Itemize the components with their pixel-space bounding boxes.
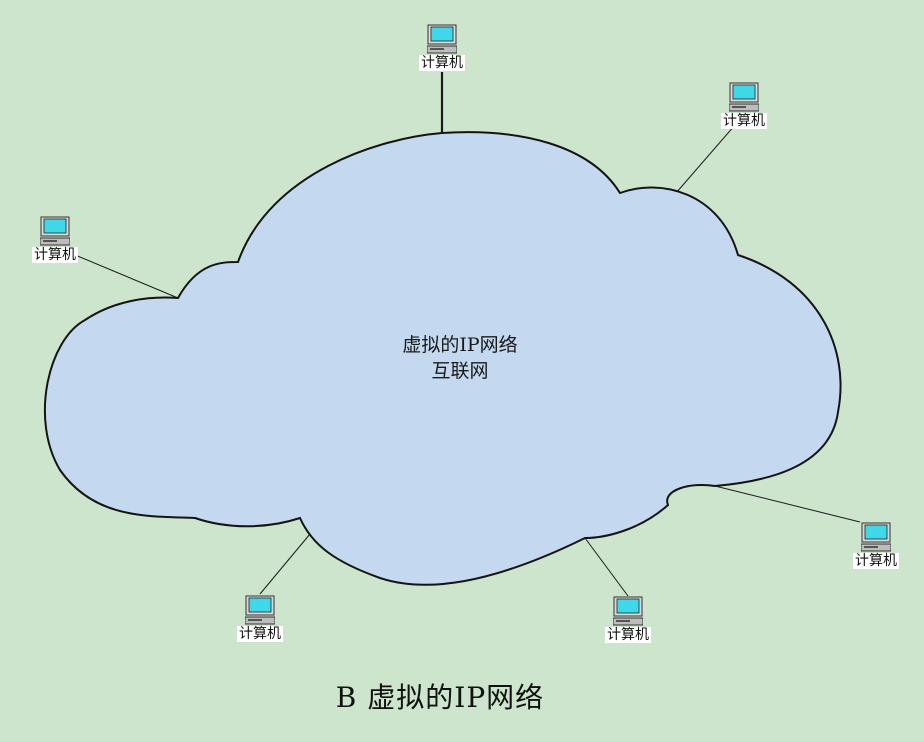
link-right bbox=[714, 485, 861, 523]
computer-label: 计算机 bbox=[605, 627, 651, 643]
computer-node-right: 计算机 bbox=[841, 522, 911, 572]
computer-icon bbox=[40, 216, 70, 246]
link-left bbox=[67, 251, 179, 299]
computer-node-top-right: 计算机 bbox=[709, 82, 779, 132]
cloud-subtitle: 互联网 bbox=[431, 360, 489, 382]
computer-icon bbox=[861, 522, 891, 552]
link-bottom-right bbox=[584, 537, 629, 597]
computer-icon bbox=[245, 595, 275, 625]
computer-node-top: 计算机 bbox=[407, 24, 477, 74]
computer-node-bottom-left: 计算机 bbox=[225, 595, 295, 645]
link-top-right bbox=[675, 124, 736, 194]
internet-cloud bbox=[43, 131, 842, 586]
computer-icon bbox=[613, 596, 643, 626]
computer-node-left: 计算机 bbox=[20, 216, 90, 266]
computer-icon bbox=[427, 24, 457, 54]
computer-label: 计算机 bbox=[32, 247, 78, 263]
figure-caption: B 虚拟的IP网络 bbox=[335, 681, 545, 714]
computer-label: 计算机 bbox=[237, 626, 283, 642]
computer-node-bottom-right: 计算机 bbox=[593, 596, 663, 646]
computer-label: 计算机 bbox=[419, 55, 465, 71]
link-bottom-left bbox=[259, 533, 311, 595]
computer-label: 计算机 bbox=[721, 113, 767, 129]
cloud-title: 虚拟的IP网络 bbox=[402, 334, 518, 356]
computer-label: 计算机 bbox=[853, 553, 899, 569]
computer-icon bbox=[729, 82, 759, 112]
